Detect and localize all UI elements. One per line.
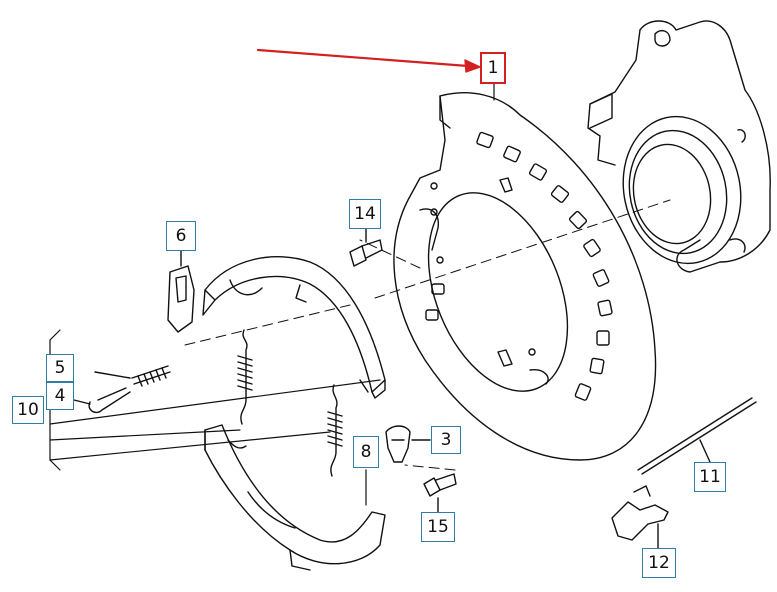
callout-15: 15 [421, 512, 455, 542]
backing-plate [393, 92, 657, 461]
callout-5: 5 [46, 354, 74, 382]
assembly-axis-lines [184, 199, 671, 471]
callout-8: 8 [353, 436, 379, 468]
upper-brake-shoe [202, 256, 386, 399]
return-spring-upper [237, 329, 253, 425]
callout-10: 10 [12, 396, 44, 424]
callout-12: 12 [642, 548, 676, 578]
callout-1: 1 [480, 52, 506, 84]
return-spring-lower [327, 384, 343, 477]
cable-bracket-12 [611, 485, 669, 549]
hold-down-pin-4 [73, 387, 131, 414]
bolt-15 [423, 473, 457, 513]
parking-brake-cable-11 [637, 397, 757, 475]
hold-down-spring-5 [94, 365, 171, 387]
bolt-14 [349, 227, 383, 267]
callout-4: 4 [46, 382, 74, 410]
callout-3: 3 [431, 426, 461, 454]
parking-brake-lever-6 [167, 249, 195, 333]
adjuster-3 [385, 425, 431, 463]
callout-11: 11 [694, 462, 726, 492]
callout-14: 14 [349, 199, 381, 229]
highlight-arrow [256, 48, 481, 73]
callout-leader-lines [49, 83, 495, 506]
callout-6: 6 [166, 221, 196, 251]
wheel-hub-housing [587, 20, 771, 273]
